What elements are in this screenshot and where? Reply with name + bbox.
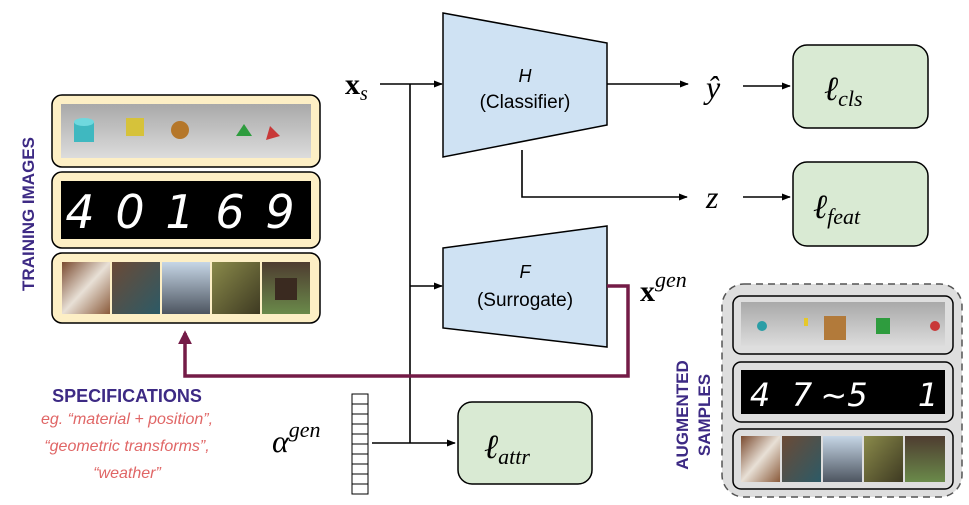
svg-text:ℓcls: ℓcls (824, 71, 863, 111)
loss-attr-box: ℓattr (457, 401, 593, 485)
training-digit: 9 (265, 185, 294, 239)
loss-feat-box: ℓfeat (792, 161, 929, 247)
attribute-vector-cell (351, 413, 369, 425)
xgen-label: xgen (640, 267, 687, 308)
training-digits-image (61, 181, 311, 239)
attribute-vector-cell (351, 393, 369, 405)
classifier-symbol: H (519, 66, 533, 86)
augmented-label-line2: SAMPLES (695, 374, 714, 456)
attribute-vector-cell (351, 443, 369, 455)
training-digit: 4 (65, 185, 94, 239)
augmented-label-line1: AUGMENTED (673, 360, 692, 470)
augmented-digit: 4 (750, 376, 770, 414)
attribute-vector-cell (351, 473, 369, 485)
attribute-vector-cell (351, 403, 369, 415)
attribute-vector-cell (351, 483, 369, 495)
training-digit: 6 (215, 185, 244, 239)
augmented-photos-row (732, 428, 954, 490)
surrogate-symbol: F (520, 262, 532, 282)
surrogate-name: (Surrogate) (477, 290, 573, 311)
attribute-vector-cell (351, 433, 369, 445)
attribute-vector-cell (351, 463, 369, 475)
xs-label: xs (345, 68, 368, 105)
training-digit: 0 (115, 185, 144, 239)
spec-line-2: “geometric transforms”, (44, 438, 209, 455)
yhat-label: ŷ (703, 69, 721, 105)
training-digit: 1 (165, 185, 194, 239)
augmented-digit: 7 (792, 376, 813, 414)
training-images-label: TRAINING IMAGES (19, 137, 38, 291)
augmented-render-row (732, 295, 954, 355)
spec-title: SPECIFICATIONS (52, 386, 202, 406)
svg-text:ℓfeat: ℓfeat (813, 189, 861, 229)
attribute-vector-cell (351, 423, 369, 435)
spec-line-1: eg. “material + position”, (41, 411, 213, 428)
spec-line-3: “weather” (93, 465, 161, 482)
render-objects (74, 118, 280, 142)
loss-cls-box: ℓcls (792, 44, 929, 129)
connector-lines (372, 80, 791, 447)
classifier-block: H (Classifier) (442, 12, 608, 158)
classifier-name: (Classifier) (480, 92, 571, 113)
feedback-arrow (178, 284, 630, 378)
z-label: z (705, 179, 719, 215)
surrogate-block: F (Surrogate) (442, 225, 608, 348)
augmented-digit: 1 (918, 376, 938, 414)
svg-text:ℓattr: ℓattr (484, 429, 530, 469)
alpha-gen-label: αgen (272, 417, 321, 459)
augmented-digit: ~5 (820, 376, 867, 414)
attribute-vector-cell (351, 453, 369, 465)
training-photos (62, 262, 310, 314)
attribute-vector (351, 393, 369, 495)
